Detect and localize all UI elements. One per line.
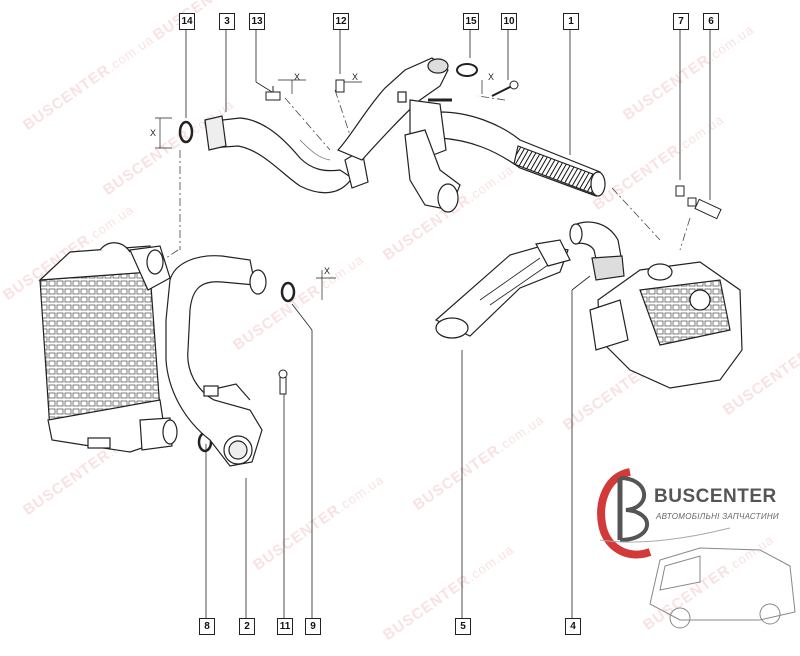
part-12-pipe bbox=[336, 57, 449, 161]
part-2-lower-pipe bbox=[165, 255, 267, 467]
callout-14: 14 bbox=[179, 13, 195, 30]
callout-5: 5 bbox=[455, 618, 471, 635]
callout-13: 13 bbox=[249, 13, 265, 30]
buscenter-logo-mark bbox=[597, 468, 652, 559]
intercooler bbox=[38, 242, 178, 453]
callout-12: 12 bbox=[333, 13, 349, 30]
callout-1: 1 bbox=[563, 13, 579, 30]
leader-lines bbox=[185, 28, 711, 618]
callout-7: 7 bbox=[673, 13, 689, 30]
part-3-upper-hose bbox=[204, 115, 369, 194]
callout-3: 3 bbox=[219, 13, 235, 30]
dimension-label: X bbox=[324, 266, 331, 276]
callout-9: 9 bbox=[305, 618, 321, 635]
turbocharger bbox=[589, 261, 743, 389]
callout-11: 11 bbox=[277, 618, 293, 635]
callout-4: 4 bbox=[565, 618, 581, 635]
dimension-label: X bbox=[488, 72, 495, 82]
callout-6: 6 bbox=[703, 13, 719, 30]
part-5-air-duct bbox=[434, 239, 571, 339]
dimension-label: X bbox=[150, 128, 157, 138]
callout-2: 2 bbox=[239, 618, 255, 635]
dimension-label: X bbox=[352, 72, 359, 82]
callout-10: 10 bbox=[501, 13, 517, 30]
part-1-corrugated-hose bbox=[404, 98, 606, 213]
dimension-label: X bbox=[294, 72, 301, 82]
logo-title: BUSCENTER bbox=[654, 486, 777, 507]
part-4-elbow bbox=[569, 221, 625, 281]
bolts bbox=[265, 79, 685, 395]
van-illustration bbox=[599, 527, 796, 629]
callout-15: 15 bbox=[463, 13, 479, 30]
assembly-lines bbox=[159, 89, 691, 263]
logo-tagline: АВТОМОБІЛЬНІ ЗАПЧАСТИНИ bbox=[656, 512, 779, 521]
part-6-sensor bbox=[687, 197, 722, 220]
callout-8: 8 bbox=[199, 618, 215, 635]
